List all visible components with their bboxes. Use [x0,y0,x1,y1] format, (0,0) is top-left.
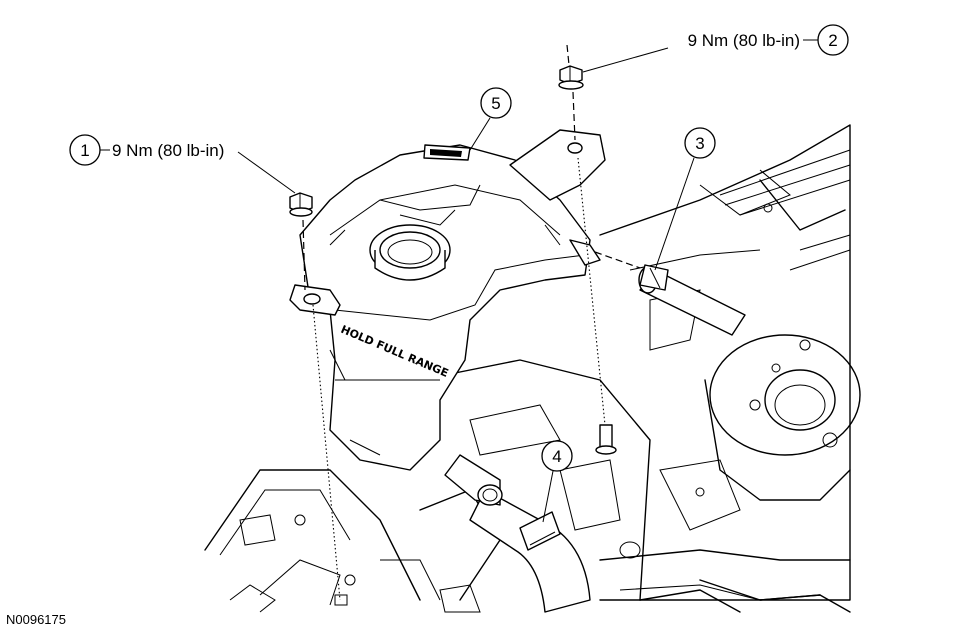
callout-1: 1 9 Nm (80 lb-in) [69,134,296,194]
bolt-1-hidden-line [312,304,341,601]
callout-3: 3 [654,127,716,271]
engine-bay-structure [204,124,861,613]
coolant-reservoir: HOLD FULL RANGE [289,129,606,471]
figure-id: N0096175 [6,612,66,627]
bolt-1 [289,192,313,217]
callout-2-torque: 9 Nm (80 lb-in) [688,31,800,50]
callout-5-number: 5 [491,94,500,113]
nut-2-hidden-line [577,157,606,426]
lower-hose-assembly [444,454,591,613]
nut-2-centerline-top [566,44,570,66]
callout-1-number: 1 [80,141,89,160]
callout-2-number: 2 [828,31,837,50]
callout-2: 2 9 Nm (80 lb-in) [582,24,849,73]
callout-3-number: 3 [695,134,704,153]
callout-4-number: 4 [552,447,561,466]
nut-2 [558,65,584,90]
callout-5: 5 [469,87,512,151]
upper-hose-assembly [594,251,746,336]
callout-1-torque: 9 Nm (80 lb-in) [112,141,224,160]
nut-2-centerline [572,91,576,141]
mounting-stud [595,424,617,455]
callout-4: 4 [541,440,573,523]
bolt-1-hole [334,594,348,606]
bolt-1-centerline [302,219,306,291]
